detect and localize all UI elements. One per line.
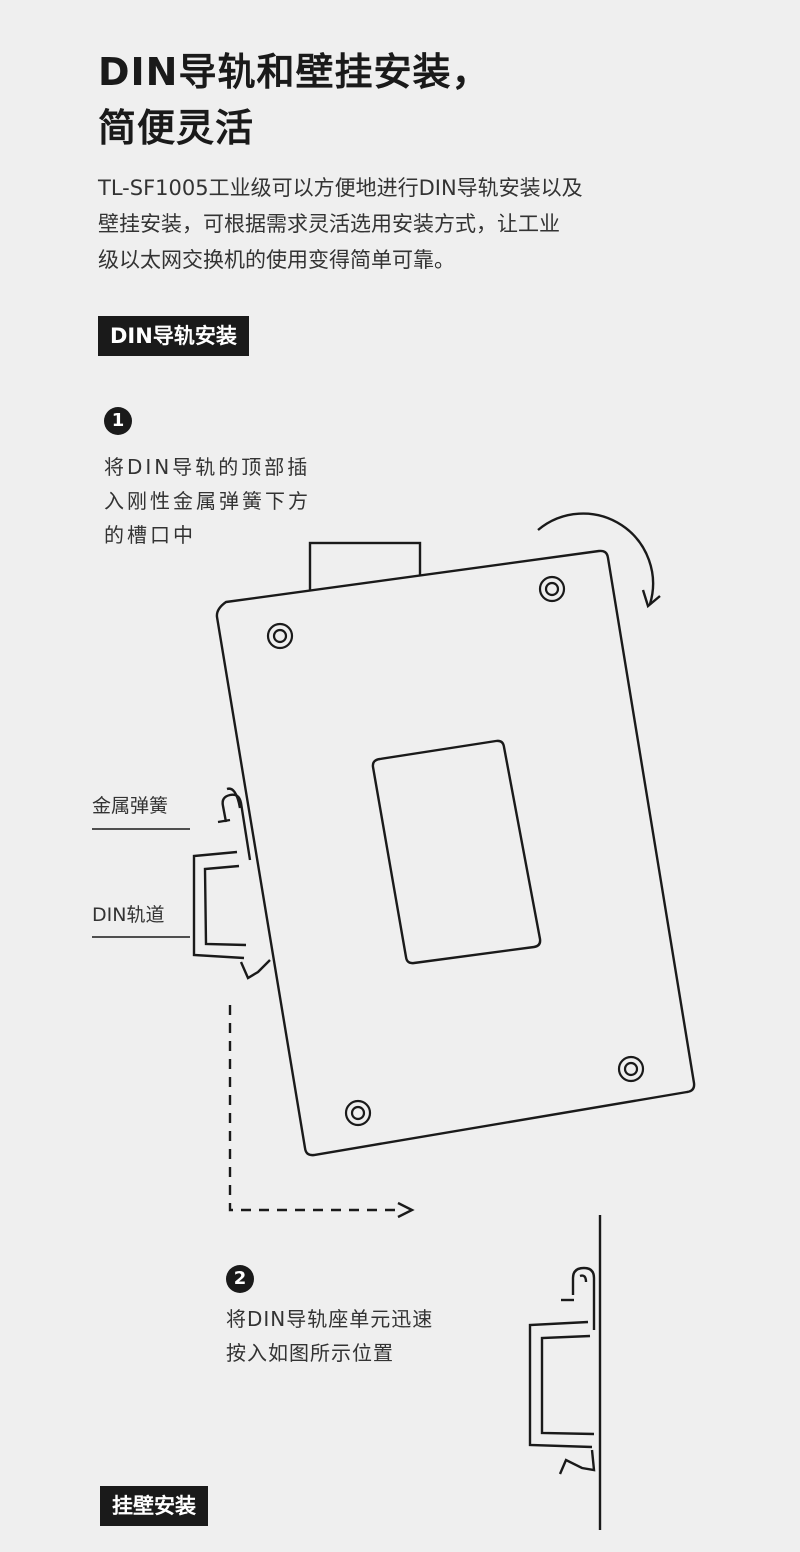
metal-spring-label: 金属弹簧 xyxy=(92,795,169,817)
metal-spring-clip-installed xyxy=(561,1266,596,1330)
page-title-line-2: 简便灵活 xyxy=(98,106,255,150)
step-2-line-1: 将DIN导轨座单元迅速 xyxy=(226,1307,434,1331)
step-1-description: 将DIN导轨的顶部插 入刚性金属弹簧下方 的槽口中 xyxy=(104,450,311,552)
din-rail-profile-installed xyxy=(528,1320,596,1475)
rotate-arrow-icon xyxy=(537,512,661,609)
step-1-line-2: 入刚性金属弹簧下方 xyxy=(104,489,311,513)
intro-line-3: 级以太网交换机的使用变得简单可靠。 xyxy=(98,248,455,272)
screw-icon xyxy=(617,1055,645,1083)
din-rail-profile xyxy=(192,850,271,980)
step-1-line-1: 将DIN导轨的顶部插 xyxy=(104,455,311,479)
step-2-number-badge: 2 xyxy=(226,1265,254,1293)
screw-icon xyxy=(344,1099,372,1127)
step-1-number-badge: 1 xyxy=(104,407,132,435)
page-title: DIN导轨和壁挂安装， 简便灵活 xyxy=(98,44,718,156)
screw-icon xyxy=(538,575,566,603)
step-2-description: 将DIN导轨座单元迅速 按入如图所示位置 xyxy=(226,1302,433,1370)
switch-device-body xyxy=(215,549,696,1157)
section-tag-din-rail: DIN导轨安装 xyxy=(98,316,249,356)
intro-line-1: TL-SF1005工业级可以方便地进行DIN导轨安装以及 xyxy=(98,176,583,200)
intro-paragraph: TL-SF1005工业级可以方便地进行DIN导轨安装以及 壁挂安装，可根据需求灵… xyxy=(98,170,718,278)
section-tag-wall-mount: 挂壁安装 xyxy=(100,1486,208,1526)
screw-icon xyxy=(266,622,294,650)
dashed-arrow-icon xyxy=(228,1005,415,1219)
step-1-line-3: 的槽口中 xyxy=(104,523,196,547)
step-2-line-2: 按入如图所示位置 xyxy=(226,1341,394,1365)
din-rail-label: DIN轨道 xyxy=(92,904,165,926)
page-title-line-1: DIN导轨和壁挂安装， xyxy=(98,50,491,94)
metal-spring-clip xyxy=(217,787,252,861)
intro-line-2: 壁挂安装，可根据需求灵活选用安装方式，让工业 xyxy=(98,212,560,236)
